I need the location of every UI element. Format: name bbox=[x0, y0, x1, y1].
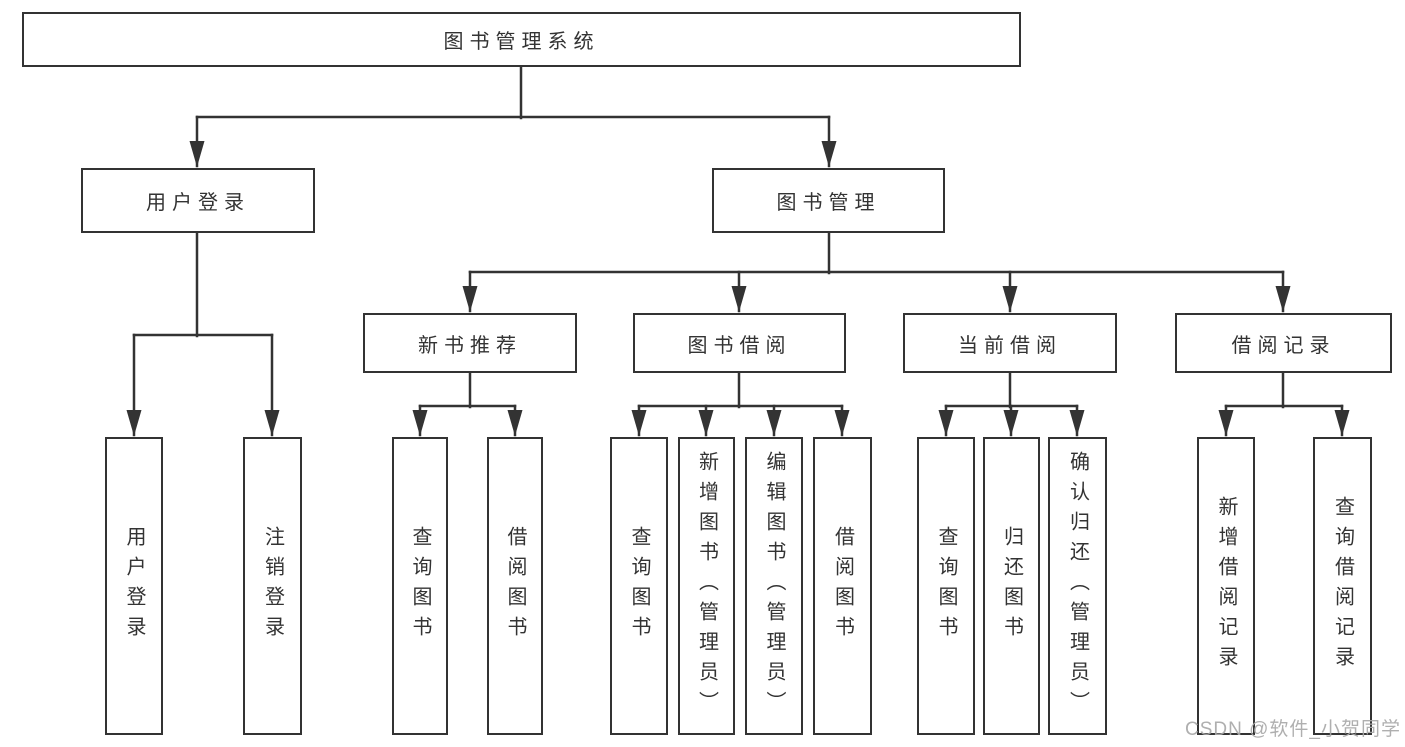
leaf-confirm-return-admin-label: 确认归还（管理员） bbox=[1066, 451, 1089, 721]
leaf-borrow-books: 借阅图书 bbox=[813, 437, 872, 735]
node-new-book-recommendation: 新书推荐 bbox=[363, 313, 577, 373]
leaf-query-books-current-label: 查询图书 bbox=[935, 526, 957, 646]
leaf-add-borrow-record: 新增借阅记录 bbox=[1197, 437, 1255, 735]
leaf-query-books-current: 查询图书 bbox=[917, 437, 975, 735]
leaf-return-books-label: 归还图书 bbox=[1000, 526, 1023, 646]
node-book-borrowing-label: 图书借阅 bbox=[687, 334, 792, 357]
leaf-user-login-label: 用户登录 bbox=[123, 526, 145, 646]
node-borrowing-records-label: 借阅记录 bbox=[1231, 334, 1336, 357]
leaf-add-book-admin: 新增图书（管理员） bbox=[678, 437, 735, 735]
node-current-borrowing-label: 当前借阅 bbox=[958, 334, 1062, 357]
leaf-edit-book-admin: 编辑图书（管理员） bbox=[745, 437, 803, 735]
leaf-query-books-borrow: 查询图书 bbox=[610, 437, 668, 735]
leaf-logout: 注销登录 bbox=[243, 437, 302, 735]
node-new-book-recommendation-label: 新书推荐 bbox=[418, 334, 522, 357]
leaf-query-borrow-record-label: 查询借阅记录 bbox=[1331, 496, 1354, 676]
node-book-borrowing: 图书借阅 bbox=[633, 313, 846, 373]
leaf-query-books-borrow-label: 查询图书 bbox=[628, 526, 650, 646]
node-book-management-label: 图书管理 bbox=[776, 192, 881, 214]
leaf-add-book-admin-label: 新增图书（管理员） bbox=[695, 451, 718, 721]
leaf-borrow-books-recommend: 借阅图书 bbox=[487, 437, 543, 735]
leaf-return-books: 归还图书 bbox=[983, 437, 1040, 735]
node-user-login: 用户登录 bbox=[81, 168, 315, 233]
leaf-query-borrow-record: 查询借阅记录 bbox=[1313, 437, 1372, 735]
node-user-login-label: 用户登录 bbox=[146, 192, 250, 214]
leaf-user-login: 用户登录 bbox=[105, 437, 163, 735]
node-library-management-system: 图书管理系统 bbox=[22, 12, 1021, 67]
node-library-management-system-label: 图书管理系统 bbox=[443, 31, 600, 53]
leaf-borrow-books-recommend-label: 借阅图书 bbox=[504, 526, 526, 646]
leaf-confirm-return-admin: 确认归还（管理员） bbox=[1048, 437, 1107, 735]
leaf-add-borrow-record-label: 新增借阅记录 bbox=[1215, 496, 1237, 676]
node-borrowing-records: 借阅记录 bbox=[1175, 313, 1392, 373]
node-current-borrowing: 当前借阅 bbox=[903, 313, 1117, 373]
leaf-edit-book-admin-label: 编辑图书（管理员） bbox=[763, 451, 785, 721]
node-book-management: 图书管理 bbox=[712, 168, 945, 233]
leaf-logout-label: 注销登录 bbox=[261, 526, 284, 646]
leaf-query-books-recommend: 查询图书 bbox=[392, 437, 448, 735]
leaf-query-books-recommend-label: 查询图书 bbox=[409, 526, 431, 646]
leaf-borrow-books-label: 借阅图书 bbox=[831, 526, 854, 646]
csdn-watermark: CSDN @软件_小贺同学 bbox=[1185, 719, 1401, 740]
